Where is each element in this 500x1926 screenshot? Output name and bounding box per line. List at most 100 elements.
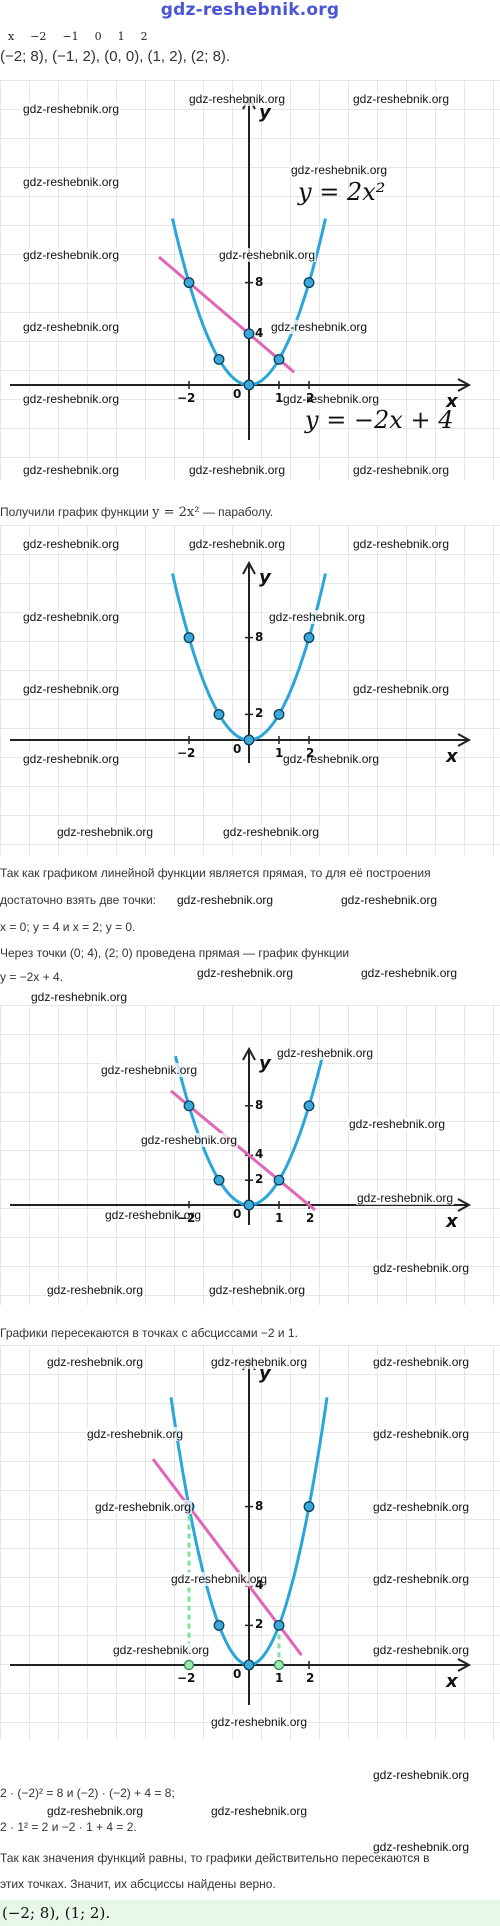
tick-label: −2 xyxy=(177,1211,196,1225)
watermark: gdz-reshebnik.org xyxy=(104,1208,203,1222)
watermark: gdz-reshebnik.org xyxy=(112,1643,211,1657)
intersect-text: Графики пересекаются в точках с абсцисса… xyxy=(0,1326,298,1340)
watermark: gdz-reshebnik.org xyxy=(56,825,155,839)
watermark: gdz-reshebnik.org xyxy=(282,752,381,766)
watermark: gdz-reshebnik.org xyxy=(372,1643,471,1657)
verified-text-2: этих точках. Значит, их абсциссы найдены… xyxy=(0,1877,276,1891)
watermark: gdz-reshebnik.org xyxy=(340,893,439,907)
graph-svg xyxy=(10,1356,472,1705)
tick-label: 2 xyxy=(306,391,315,405)
graph-point xyxy=(213,1619,225,1631)
watermark: gdz-reshebnik.org xyxy=(46,1355,145,1369)
watermark: gdz-reshebnik.org xyxy=(30,990,129,1004)
linear-text-2: достаточно взять две точки: xyxy=(0,893,156,907)
answer-bar: (−2; 8), (1; 2). xyxy=(0,1900,500,1926)
watermark: gdz-reshebnik.org xyxy=(94,1500,193,1514)
graph-point xyxy=(183,277,195,289)
graph-point xyxy=(303,1501,315,1513)
tick-label: 4 xyxy=(255,1577,264,1592)
watermark: gdz-reshebnik.org xyxy=(372,1427,471,1441)
x-axis-label: x xyxy=(446,746,458,767)
graph-point xyxy=(303,1100,315,1112)
tick-label: 1 xyxy=(275,1211,284,1225)
through-text-2: y = −2x + 4. xyxy=(0,970,64,984)
parabola-formula: y = 2x² xyxy=(298,178,386,206)
watermark: gdz-reshebnik.org xyxy=(46,1804,145,1818)
tick-label: 0 xyxy=(233,387,242,401)
watermark: gdz-reshebnik.org xyxy=(140,1133,239,1147)
graph-point xyxy=(183,632,195,644)
x-axis-arrow xyxy=(457,378,472,392)
tick-label: 0 xyxy=(233,1667,242,1681)
graph-panel-2: gdz-reshebnik.org gdz-reshebnik.org gdz-… xyxy=(0,525,500,855)
y-axis-label: y xyxy=(259,567,271,588)
graph-point xyxy=(303,632,315,644)
watermark: gdz-reshebnik.org xyxy=(290,163,389,177)
watermark: gdz-reshebnik.org xyxy=(352,463,451,477)
tick-label: 2 xyxy=(255,1172,264,1187)
linear-text-3: x = 0; y = 4 и x = 2; y = 0. xyxy=(0,920,136,934)
watermark: gdz-reshebnik.org xyxy=(268,610,367,624)
watermark: gdz-reshebnik.org xyxy=(22,610,121,624)
values-table: x −2 −1 0 1 2 xyxy=(0,30,156,43)
x-axis-label: x xyxy=(446,1211,458,1232)
watermark: gdz-reshebnik.org xyxy=(170,1572,269,1586)
x-axis-label: x xyxy=(446,1671,458,1692)
y-axis-arrow xyxy=(242,560,256,575)
watermark: gdz-reshebnik.org xyxy=(222,825,321,839)
table-cell: −1 xyxy=(62,30,79,43)
watermark: gdz-reshebnik.org xyxy=(22,320,121,334)
watermark: gdz-reshebnik.org xyxy=(372,1355,471,1369)
graph-point xyxy=(273,1174,285,1186)
graph-point xyxy=(273,708,285,720)
y-axis-label: y xyxy=(259,102,271,123)
watermark: gdz-reshebnik.org xyxy=(176,893,275,907)
graph-point xyxy=(243,1199,255,1211)
watermark: gdz-reshebnik.org xyxy=(22,392,121,406)
x-axis-arrow xyxy=(457,1198,472,1212)
watermark: gdz-reshebnik.org xyxy=(352,682,451,696)
watermark: gdz-reshebnik.org xyxy=(372,1261,471,1275)
line-graph xyxy=(170,1089,316,1212)
graph-point xyxy=(303,277,315,289)
watermark: gdz-reshebnik.org xyxy=(352,537,451,551)
table-cell: −2 xyxy=(30,30,47,43)
site-title[interactable]: gdz-reshebnik.org xyxy=(160,0,340,20)
graph-panel-4: gdz-reshebnik.org gdz-reshebnik.org gdz-… xyxy=(0,1345,500,1740)
watermark: gdz-reshebnik.org xyxy=(86,1427,185,1441)
watermark: gdz-reshebnik.org xyxy=(372,1840,471,1854)
watermark: gdz-reshebnik.org xyxy=(22,537,121,551)
linear-text-1: Так как графиком линейной функции являет… xyxy=(0,866,431,880)
tick-label: 8 xyxy=(255,1498,264,1513)
watermark: gdz-reshebnik.org xyxy=(46,1283,145,1297)
watermark: gdz-reshebnik.org xyxy=(372,1768,471,1782)
x-axis-arrow xyxy=(457,1658,472,1672)
graph-svg xyxy=(10,95,472,440)
tick-label: 1 xyxy=(275,746,284,760)
graph-point xyxy=(273,353,285,365)
graph-point xyxy=(213,353,225,365)
tick-label: 8 xyxy=(255,1097,264,1112)
watermark: gdz-reshebnik.org xyxy=(210,1804,309,1818)
answer-text: (−2; 8), (1; 2). xyxy=(2,1904,111,1922)
watermark: gdz-reshebnik.org xyxy=(22,463,121,477)
graph-svg xyxy=(10,1046,472,1225)
graph-panel-1: gdz-reshebnik.org gdz-reshebnik.org gdz-… xyxy=(0,80,500,480)
watermark: gdz-reshebnik.org xyxy=(372,1500,471,1514)
tick-label: 2 xyxy=(306,746,315,760)
graph-point xyxy=(183,1100,195,1112)
watermark: gdz-reshebnik.org xyxy=(218,248,317,262)
watermark: gdz-reshebnik.org xyxy=(270,320,369,334)
tick-label: 0 xyxy=(233,1207,242,1221)
tick-label: 2 xyxy=(306,1211,315,1225)
table-cell: 0 xyxy=(94,30,102,43)
watermark: gdz-reshebnik.org xyxy=(210,1715,309,1729)
y-axis-arrow xyxy=(242,1046,256,1061)
graph-svg xyxy=(10,560,472,763)
tick-label: 2 xyxy=(255,706,264,721)
watermark: gdz-reshebnik.org xyxy=(276,1046,375,1060)
graph-point xyxy=(243,379,255,391)
y-axis-label: y xyxy=(259,1363,271,1384)
watermark: gdz-reshebnik.org xyxy=(210,1355,309,1369)
watermark: gdz-reshebnik.org xyxy=(22,682,121,696)
